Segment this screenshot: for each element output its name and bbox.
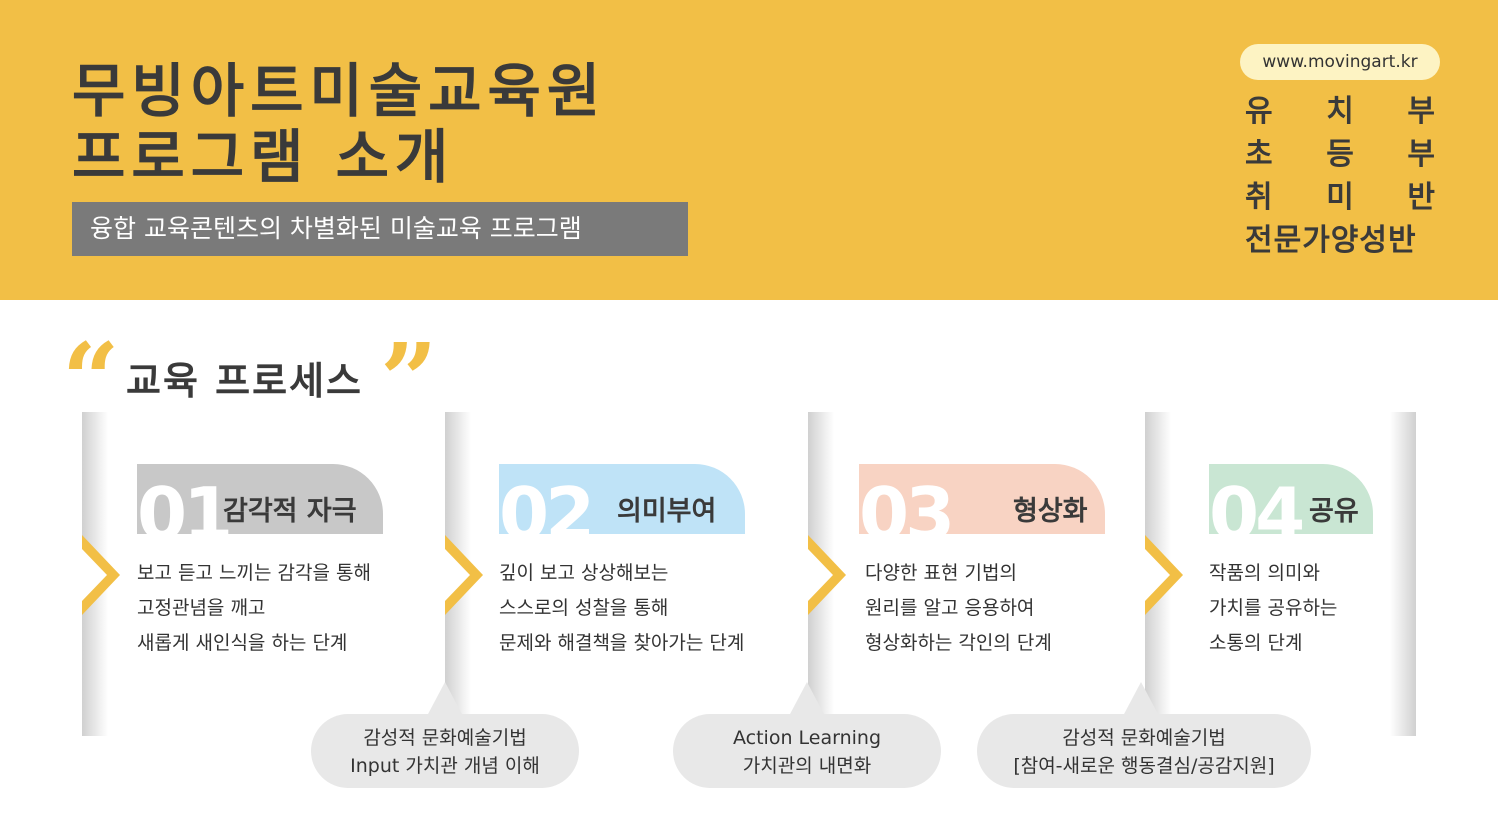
bubble-line1: 감성적 문화예술기법 [1062, 727, 1226, 749]
division-hobby: 취 미 반 [1245, 180, 1435, 215]
step-label: 형상화 [1013, 496, 1088, 527]
step-tab: 01 감각적 자극 [137, 464, 383, 534]
section-title: 교육 프로세스 [126, 359, 363, 403]
page-title-line2: 프로그램 소개 [72, 123, 455, 191]
bubble-tail [789, 682, 825, 716]
process-step-1: 01 감각적 자극 보고 듣고 느끼는 감각을 통해 고정관념을 깨고 새롭게 … [137, 464, 427, 661]
step-number: 01 [137, 472, 233, 534]
method-bubble-2: Action Learning 가치관의 내면화 [673, 682, 941, 788]
step-label: 공유 [1309, 496, 1359, 527]
step-number: 02 [499, 472, 595, 534]
panel-divider [1390, 412, 1416, 736]
bubble-tail [427, 682, 463, 716]
bubble-line2: [참여-새로운 행동결심/공감지원] [1013, 755, 1275, 777]
division-elementary: 초 등 부 [1245, 137, 1435, 172]
process-step-2: 02 의미부여 깊이 보고 상상해보는 스스로의 성찰을 통해 문제와 해결책을… [499, 464, 789, 661]
close-quote-icon: ” [380, 321, 438, 439]
division-list: 유 치 부 초 등 부 취 미 반 전문가양성반 [1245, 90, 1435, 262]
bubble-line1: 감성적 문화예술기법 [363, 727, 527, 749]
process-step-3: 03 형상화 다양한 표현 기법의 원리를 알고 응용하여 형상화하는 각인의 … [859, 464, 1129, 661]
page-title-line1: 무빙아트미술교육원 [72, 57, 607, 125]
process-step-4: 04 공유 작품의 의미와 가치를 공유하는 소통의 단계 [1209, 464, 1389, 661]
chevron-right-icon-inner [808, 549, 833, 601]
header-banner: 무빙아트미술교육원 프로그램 소개 융합 교육콘텐츠의 차별화된 미술교육 프로… [0, 0, 1498, 300]
website-link[interactable]: www.movingart.kr [1240, 44, 1440, 80]
chevron-right-icon-inner [82, 549, 107, 601]
step-description: 보고 듣고 느끼는 감각을 통해 고정관념을 깨고 새롭게 새인식을 하는 단계 [137, 562, 371, 654]
step-label: 감각적 자극 [223, 496, 357, 527]
bubble-line2: Input 가치관 개념 이해 [350, 755, 540, 777]
bubble-line2: 가치관의 내면화 [742, 755, 872, 777]
method-bubble-1: 감성적 문화예술기법 Input 가치관 개념 이해 [311, 682, 579, 788]
page-title: 무빙아트미술교육원 프로그램 소개 [72, 58, 752, 190]
chevron-right-icon-inner [1145, 549, 1170, 601]
step-description: 깊이 보고 상상해보는 스스로의 성찰을 통해 문제와 해결책을 찾아가는 단계 [499, 562, 745, 654]
bubble-tail [1123, 682, 1159, 716]
step-label: 의미부여 [617, 496, 717, 527]
step-tab: 04 공유 [1209, 464, 1373, 534]
page-subtitle: 융합 교육콘텐츠의 차별화된 미술교육 프로그램 [72, 202, 688, 256]
step-tab: 03 형상화 [859, 464, 1105, 534]
step-number: 03 [859, 472, 955, 534]
bubble-line1: Action Learning [732, 727, 882, 749]
step-description: 작품의 의미와 가치를 공유하는 소통의 단계 [1209, 562, 1338, 654]
chevron-right-icon-inner [445, 549, 470, 601]
step-tab: 02 의미부여 [499, 464, 745, 534]
division-kindergarten: 유 치 부 [1245, 94, 1435, 129]
method-bubble-3: 감성적 문화예술기법 [참여-새로운 행동결심/공감지원] [977, 682, 1311, 788]
division-professional: 전문가양성반 [1245, 223, 1417, 258]
step-description: 다양한 표현 기법의 원리를 알고 응용하여 형상화하는 각인의 단계 [865, 562, 1052, 654]
step-number: 04 [1209, 472, 1305, 534]
